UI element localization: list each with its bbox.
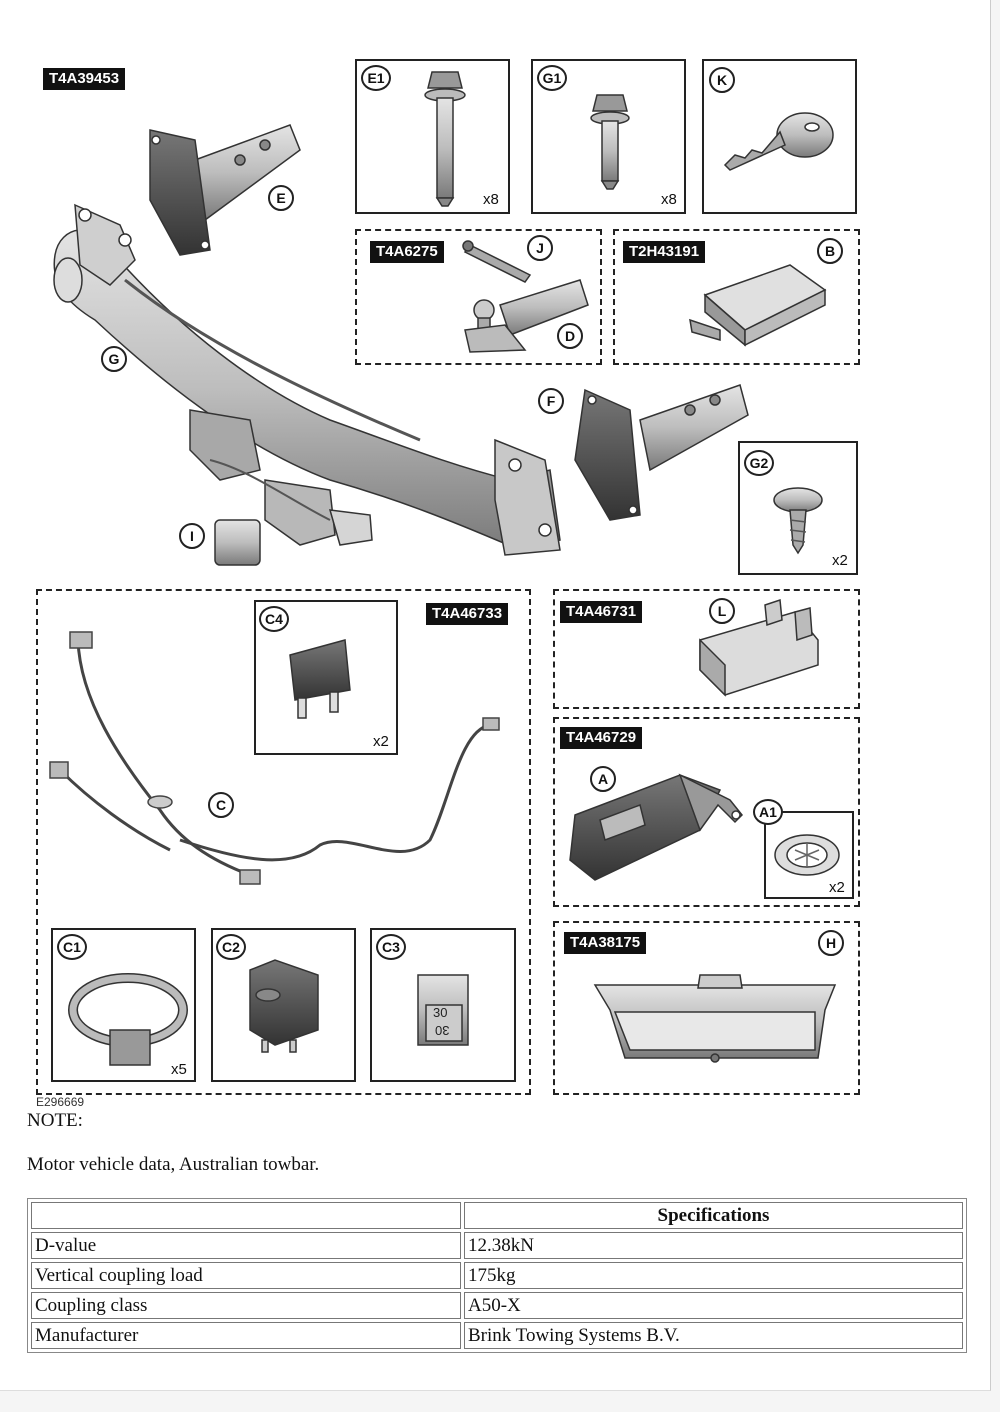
kit-box-b (613, 229, 860, 365)
callout-d: D (557, 323, 583, 349)
kit-box-l (553, 589, 860, 709)
row-label: Vertical coupling load (31, 1262, 461, 1289)
part-code-kit-jd: T4A6275 (370, 241, 444, 263)
callout-f: F (538, 388, 564, 414)
callout-c3: C3 (376, 934, 406, 960)
part-code-main: T4A39453 (43, 68, 126, 90)
cover-cap-i-drawing (214, 519, 261, 566)
part-code-kit-l: T4A46731 (560, 601, 643, 623)
note-text: Motor vehicle data, Australian towbar. (27, 1154, 320, 1175)
callout-c: C (208, 792, 234, 818)
specifications-table: Specifications D-value 12.38kN Vertical … (27, 1198, 967, 1353)
cartridge-fuse-c3-drawing (417, 974, 469, 1046)
key-k-drawing (723, 112, 834, 171)
quantity-c1: x5 (171, 1061, 187, 1078)
quantity-a1: x2 (829, 879, 845, 896)
callout-k: K (709, 67, 735, 93)
callout-e: E (268, 185, 294, 211)
note-label: NOTE: (27, 1110, 83, 1131)
callout-g2: G2 (744, 450, 774, 476)
bracket-e-drawing (149, 124, 301, 256)
header-specifications: Specifications (464, 1202, 963, 1229)
blade-fuse-c4-drawing (289, 639, 351, 719)
relay-c2-drawing (249, 959, 319, 1053)
callout-c4: C4 (259, 606, 289, 632)
bolt-g1-drawing (590, 94, 630, 190)
mounting-bracket-l-drawing (699, 598, 819, 697)
callout-b: B (817, 238, 843, 264)
row-value: 175kg (464, 1262, 963, 1289)
table-header-row: Specifications (31, 1202, 963, 1229)
header-label-cell (31, 1202, 461, 1229)
table-row: D-value 12.38kN (31, 1232, 963, 1259)
grommet-a1-drawing (774, 834, 840, 876)
callout-g1: G1 (537, 65, 567, 91)
kit-box-jd (355, 229, 602, 365)
tow-ball-d-drawing (464, 279, 589, 353)
callout-c1: C1 (57, 934, 87, 960)
wiring-harness-c-drawing (49, 631, 500, 885)
part-code-kit-h: T4A38175 (564, 932, 647, 954)
callout-c2: C2 (216, 934, 246, 960)
row-value: 12.38kN (464, 1232, 963, 1259)
callout-h: H (818, 930, 844, 956)
parts-drawings (49, 71, 840, 1066)
control-module-b-drawing (689, 264, 827, 347)
towbar-crossbeam-drawing (53, 203, 561, 556)
document-page: T4A39453 T4A6275 T2H43191 T4A46733 T4A46… (0, 0, 991, 1391)
row-value: A50-X (464, 1292, 963, 1319)
quantity-e1: x8 (483, 191, 499, 208)
callout-g: G (101, 346, 127, 372)
table-row: Coupling class A50-X (31, 1292, 963, 1319)
fuse-rating-top: 30 (433, 1005, 448, 1020)
row-value: Brink Towing Systems B.V. (464, 1322, 963, 1349)
callout-a1: A1 (753, 799, 783, 825)
screw-g2-drawing (773, 487, 823, 555)
locking-pin-j-drawing (462, 240, 532, 283)
row-label: Coupling class (31, 1292, 461, 1319)
callout-e1: E1 (361, 65, 391, 91)
bolt-e1-drawing (424, 71, 466, 207)
row-label: Manufacturer (31, 1322, 461, 1349)
fuse-rating-bottom: 30 (435, 1023, 450, 1038)
callout-i: I (179, 523, 205, 549)
callout-a: A (590, 766, 616, 792)
kit-box-a (553, 717, 860, 907)
bracket-f-drawing (574, 384, 749, 521)
quantity-g1: x8 (661, 191, 677, 208)
part-code-kit-c: T4A46733 (426, 603, 509, 625)
kit-box-c (36, 589, 531, 1095)
reinforcement-h-drawing (593, 974, 837, 1063)
row-label: D-value (31, 1232, 461, 1259)
part-code-kit-a: T4A46729 (560, 727, 643, 749)
kit-box-h (553, 921, 860, 1095)
figure-id: E296669 (36, 1095, 85, 1109)
callout-j: J (527, 235, 553, 261)
table-row: Manufacturer Brink Towing Systems B.V. (31, 1322, 963, 1349)
cable-tie-c1-drawing (68, 973, 188, 1066)
quantity-g2: x2 (832, 552, 848, 569)
parts-illustration: T4A39453 T4A6275 T2H43191 T4A46733 T4A46… (36, 59, 860, 1095)
quantity-c4: x2 (373, 733, 389, 750)
callout-l: L (709, 598, 735, 624)
table-row: Vertical coupling load 175kg (31, 1262, 963, 1289)
module-bracket-a-drawing (569, 773, 744, 881)
part-code-kit-b: T2H43191 (623, 241, 706, 263)
